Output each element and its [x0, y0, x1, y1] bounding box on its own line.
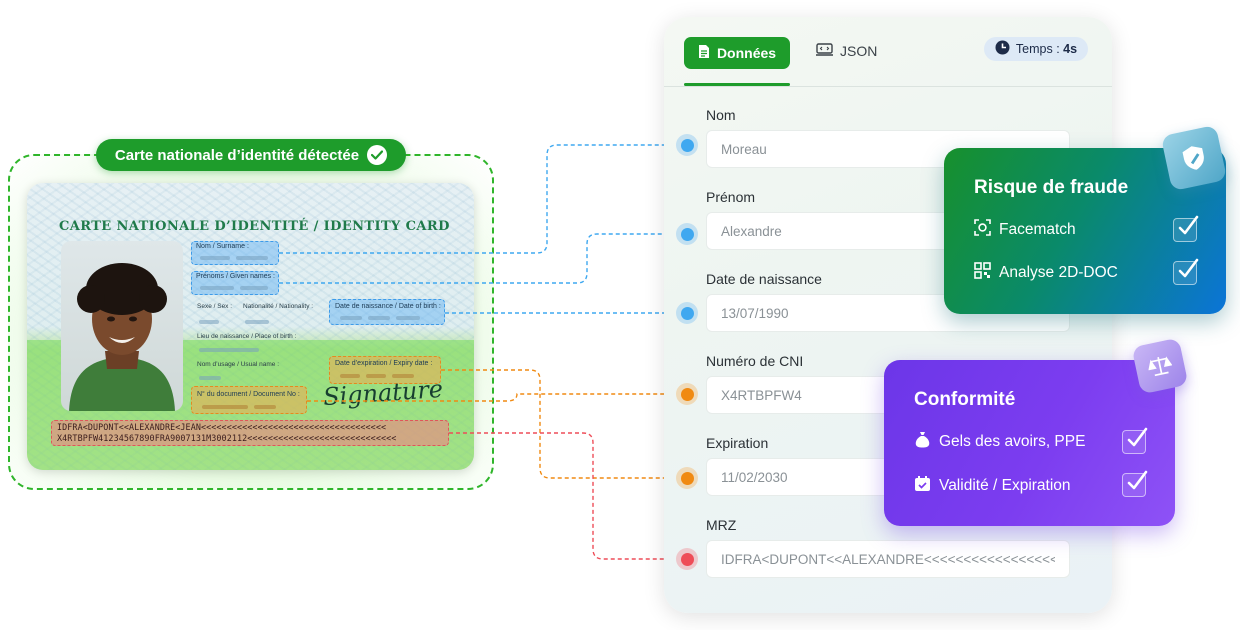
code-icon — [816, 43, 833, 59]
expiry-date-field-label: Date d’expiration / Expiry date : — [335, 360, 433, 367]
document-detected-label: Carte nationale d’identité détectée — [114, 146, 360, 164]
card-title: CARTE NATIONALE D’IDENTITÉ / IDENTITY CA… — [59, 219, 450, 234]
given-names-field-box: Prénoms / Given names : — [191, 271, 279, 295]
surname-field-box: Nom / Surname : — [191, 241, 279, 265]
portrait-illustration — [69, 263, 175, 411]
expiry-date-field-box: Date d’expiration / Expiry date : — [329, 356, 441, 384]
check-circle-icon — [367, 145, 388, 165]
fraud-item-facematch-label: Facematch — [999, 221, 1076, 238]
numero-cni-label: Numéro de CNI — [706, 353, 804, 369]
document-number-field-label: N° du document / Document No : — [197, 391, 300, 398]
id-photo — [61, 241, 183, 411]
scales-icon — [1131, 337, 1189, 395]
sanctions-checkbox[interactable] — [1122, 427, 1148, 454]
birth-place-field-label: Lieu de naissance / Place of birth : — [197, 333, 297, 340]
birth-date-field-box: Date de naissance / Date of birth : — [329, 299, 445, 325]
compliance-card-title: Conformité — [914, 389, 1016, 410]
analyse-2d-doc-checkbox[interactable] — [1173, 258, 1199, 285]
mrz-link-dot — [676, 548, 698, 570]
nom-label: Nom — [706, 107, 736, 123]
timer-value: 4s — [1063, 42, 1078, 56]
active-tab-indicator — [684, 83, 790, 86]
tab-json-label: JSON — [840, 43, 878, 59]
id-card-image: CARTE NATIONALE D’IDENTITÉ / IDENTITY CA… — [27, 183, 474, 470]
numero-cni-link-dot — [676, 383, 698, 405]
qr-code-icon — [974, 262, 991, 284]
processing-time-badge: Temps : 4s — [984, 37, 1088, 61]
nationality-field-label: Nationalité / Nationality : — [243, 303, 314, 310]
expiration-label: Expiration — [706, 435, 769, 451]
panel-tabs: Données JSON Temps : 4s — [664, 17, 1112, 87]
mrz-line-1: IDFRA<DUPONT<<ALEXANDRE<JEAN<<<<<<<<<<<<… — [57, 422, 387, 432]
compliance-item-sanctions: Gels des avoirs, PPE — [914, 431, 1085, 453]
tab-donnees-label: Données — [716, 45, 777, 61]
mrz-input[interactable] — [706, 540, 1070, 578]
clock-icon — [995, 40, 1010, 58]
compliance-item-sanctions-label: Gels des avoirs, PPE — [939, 433, 1086, 450]
usual-name-field-label: Nom d’usage / Usual name : — [197, 361, 280, 368]
money-bag-icon — [914, 431, 931, 453]
mrz-label: MRZ — [706, 517, 737, 533]
validity-checkbox[interactable] — [1122, 470, 1148, 497]
compliance-item-validity: Validité / Expiration — [914, 475, 1071, 497]
tab-json[interactable]: JSON — [816, 43, 877, 59]
document-icon — [698, 44, 710, 62]
prenom-link-dot — [676, 223, 698, 245]
fraud-item-facematch: Facematch — [974, 219, 1076, 241]
mrz-field-box: IDFRA<DUPONT<<ALEXANDRE<JEAN<<<<<<<<<<<<… — [51, 420, 449, 446]
shield-icon — [1160, 124, 1228, 192]
mrz-line-2: X4RTBPFW41234567890FRA9007131M3002112<<<… — [57, 433, 397, 443]
document-number-field-box: N° du document / Document No : — [191, 386, 307, 414]
fraud-item-2d-doc: Analyse 2D-DOC — [974, 262, 1118, 284]
date-naissance-label: Date de naissance — [706, 271, 822, 287]
expiration-link-dot — [676, 467, 698, 489]
checkbox-check-icon — [1178, 215, 1199, 235]
compliance-item-validity-label: Validité / Expiration — [939, 477, 1071, 494]
sex-field-label: Sexe / Sex : — [197, 303, 233, 310]
face-scan-icon — [974, 219, 991, 241]
prenom-label: Prénom — [706, 189, 756, 205]
tab-donnees[interactable]: Données — [684, 37, 790, 69]
fraud-card-title: Risque de fraude — [974, 177, 1129, 198]
compliance-card: Conformité Gels des avoirs, PPE Validité… — [884, 360, 1175, 526]
birth-date-field-label: Date de naissance / Date of birth : — [335, 303, 441, 310]
nom-link-dot — [676, 134, 698, 156]
document-detected-badge: Carte nationale d’identité détectée — [96, 139, 406, 171]
calendar-check-icon — [914, 475, 931, 497]
timer-prefix: Temps : — [1015, 42, 1064, 56]
given-names-field-label: Prénoms / Given names : — [196, 273, 275, 280]
date-naissance-link-dot — [676, 302, 698, 324]
checkbox-check-icon — [1127, 470, 1148, 490]
checkbox-check-icon — [1127, 427, 1148, 447]
fraud-item-2d-doc-label: Analyse 2D-DOC — [999, 264, 1118, 281]
surname-field-label: Nom / Surname : — [196, 243, 249, 250]
facematch-checkbox[interactable] — [1173, 215, 1199, 242]
checkbox-check-icon — [1178, 258, 1199, 278]
